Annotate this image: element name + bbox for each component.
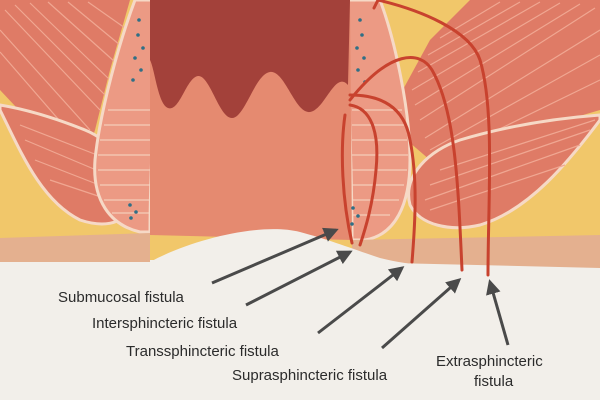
right-internal-sphincter-striations [352, 109, 408, 216]
right-levator-striations [411, 1, 600, 159]
intersphincteric-arrow [245, 250, 353, 307]
submucosal-arrow [211, 227, 339, 285]
left-levator-muscle [0, 0, 130, 175]
submucosal-tract [340, 113, 354, 245]
arrows [211, 227, 510, 350]
anal-glands [128, 18, 367, 226]
suprasphincteric-arrow [381, 278, 462, 350]
left-external-sphincter-striations [19, 124, 126, 206]
extrasphincteric-arrow [486, 279, 510, 346]
left-levator-striations [0, 1, 126, 151]
label-suprasphincteric-fistula: Suprasphincteric fistula [232, 367, 388, 384]
transsphincteric-tract [348, 93, 417, 264]
perianal-skin [0, 233, 600, 268]
suprasphincteric-tract [348, 56, 464, 272]
label-extrasphincteric-line1: Extrasphincteric [436, 353, 543, 370]
fistula-tracts [340, 0, 492, 277]
extrasphincteric-tract-upper [372, 0, 380, 10]
extrasphincteric-tract [376, 0, 492, 277]
rectal-lumen [150, 0, 350, 118]
left-internal-sphincter-striations [98, 109, 150, 214]
label-intersphincteric-fistula: Intersphincteric fistula [92, 315, 238, 332]
intersphincteric-tract [348, 103, 379, 247]
label-transsphincteric-fistula: Transsphincteric fistula [126, 343, 279, 360]
label-submucosal-fistula: Submucosal fistula [58, 289, 184, 306]
right-external-sphincter-striations [424, 119, 596, 211]
label-extrasphincteric-line2: fistula [474, 373, 514, 390]
transsphincteric-arrow [317, 266, 405, 335]
skin-surface [0, 229, 600, 400]
